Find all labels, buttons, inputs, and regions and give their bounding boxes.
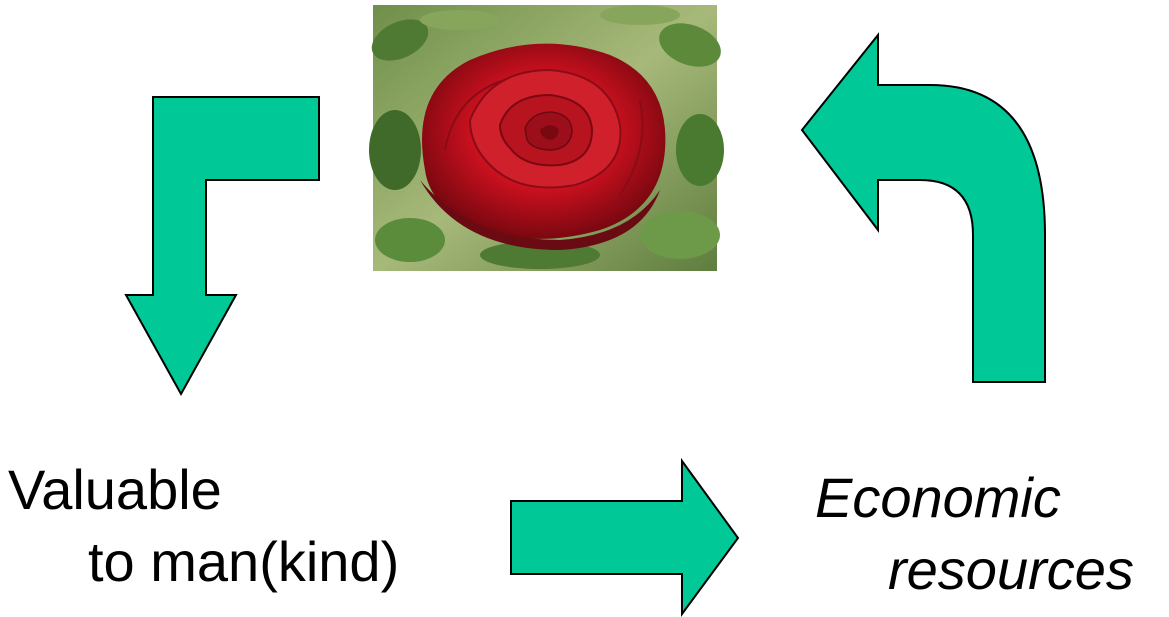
arrow-economic-to-rose	[800, 32, 1046, 383]
economic-label-line1: Economic	[815, 466, 1061, 529]
arrow-valuable-to-economic	[510, 457, 740, 617]
rose-image	[369, 5, 724, 271]
economic-label-line2: resources	[888, 538, 1134, 601]
valuable-label-line1: Valuable	[8, 458, 222, 521]
valuable-label-line2: to man(kind)	[88, 530, 400, 593]
arrow-rose-to-valuable	[124, 96, 320, 397]
